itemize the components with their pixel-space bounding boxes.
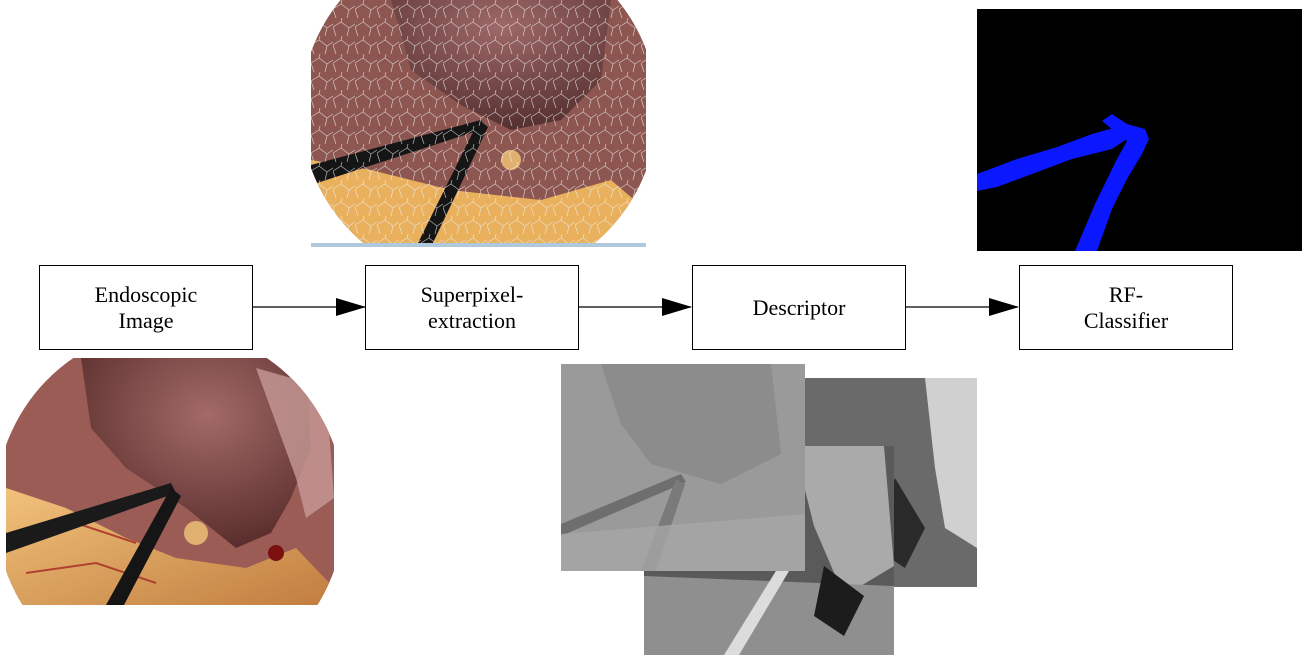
descriptor-map-front xyxy=(561,364,805,571)
rf-classifier-box: RF- Classifier xyxy=(1019,265,1233,350)
superpixel-extraction-box: Superpixel- extraction xyxy=(365,265,579,350)
segmentation-mask xyxy=(977,9,1302,251)
endoscopic-image xyxy=(6,358,334,605)
descriptor-box: Descriptor xyxy=(692,265,906,350)
superpixel-image xyxy=(311,0,646,247)
endoscopic-image-box: Endoscopic Image xyxy=(39,265,253,350)
